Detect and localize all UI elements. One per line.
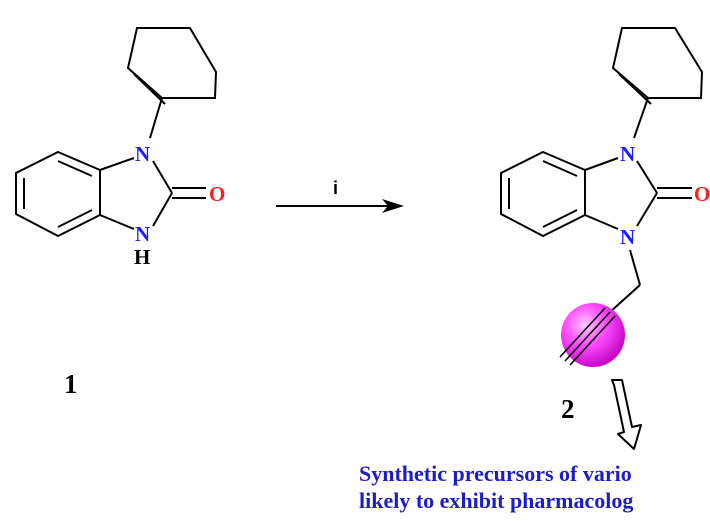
atom-n3-2: N	[620, 225, 635, 249]
bond-ring-to-n1-2	[633, 97, 649, 139]
atom-n1-1: N	[135, 142, 150, 166]
reagent-label: i	[333, 178, 338, 198]
atom-n1-2: N	[620, 142, 635, 166]
atom-h-1: H	[134, 245, 150, 269]
atom-o-1: O	[209, 182, 225, 206]
hollow-down-arrow	[611, 379, 642, 450]
benzene-ring-1	[15, 150, 101, 238]
compound-2-structure	[500, 27, 704, 313]
caption-line-2: likely to exhibit pharmacolog	[359, 488, 633, 513]
atom-n3-1: N	[135, 222, 150, 246]
cyclohexene-ring-2	[611, 27, 704, 99]
arrow-head	[382, 199, 404, 213]
reaction-arrow	[276, 199, 404, 213]
caption-line-1: Synthetic precursors of vario	[359, 461, 632, 486]
bond-ring-to-n1	[149, 97, 163, 139]
cyclohexene-ring-1	[126, 27, 218, 99]
bond-ch2-alkyne	[609, 284, 641, 313]
substituent-sphere	[561, 303, 625, 367]
compound-1-label: 1	[64, 369, 78, 399]
compound-1-structure	[15, 27, 218, 238]
benzene-ring-2	[500, 150, 586, 238]
triple-bond	[559, 307, 616, 366]
bond-n3-ch2	[629, 249, 641, 286]
compound-2-label: 2	[561, 394, 575, 424]
atom-o-2: O	[694, 182, 710, 206]
